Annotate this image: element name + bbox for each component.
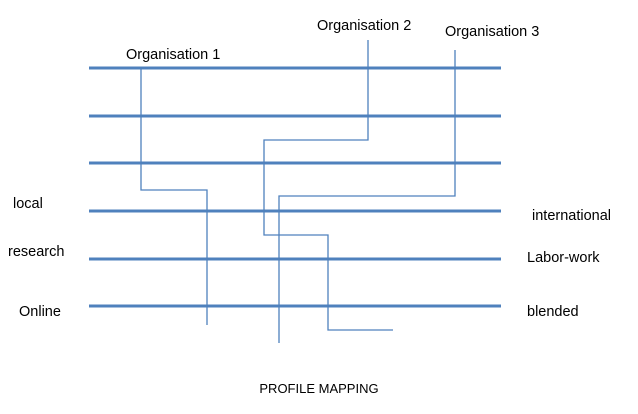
organisation-1-path (140, 68, 208, 325)
organisation-2-label: Organisation 2 (317, 18, 411, 34)
organisation-3-label: Organisation 3 (445, 24, 539, 40)
organisation-1-label: Organisation 1 (126, 47, 220, 63)
left-label-research: research (8, 244, 64, 260)
diagram-caption: PROFILE MAPPING (259, 381, 378, 396)
scale-lines (89, 66, 501, 308)
left-label-local: local (13, 196, 43, 212)
right-axis-labels: international Labor-work blended (527, 208, 611, 320)
right-label-labor-work: Labor-work (527, 250, 600, 266)
right-label-international: international (532, 208, 611, 224)
left-label-online: Online (19, 304, 61, 320)
organisation-labels: Organisation 1 Organisation 2 Organisati… (126, 18, 539, 63)
right-label-blended: blended (527, 304, 579, 320)
left-axis-labels: local research Online (8, 196, 64, 320)
organisation-2-path (263, 40, 393, 331)
organisation-paths (140, 40, 456, 343)
organisation-3-path (278, 50, 456, 343)
